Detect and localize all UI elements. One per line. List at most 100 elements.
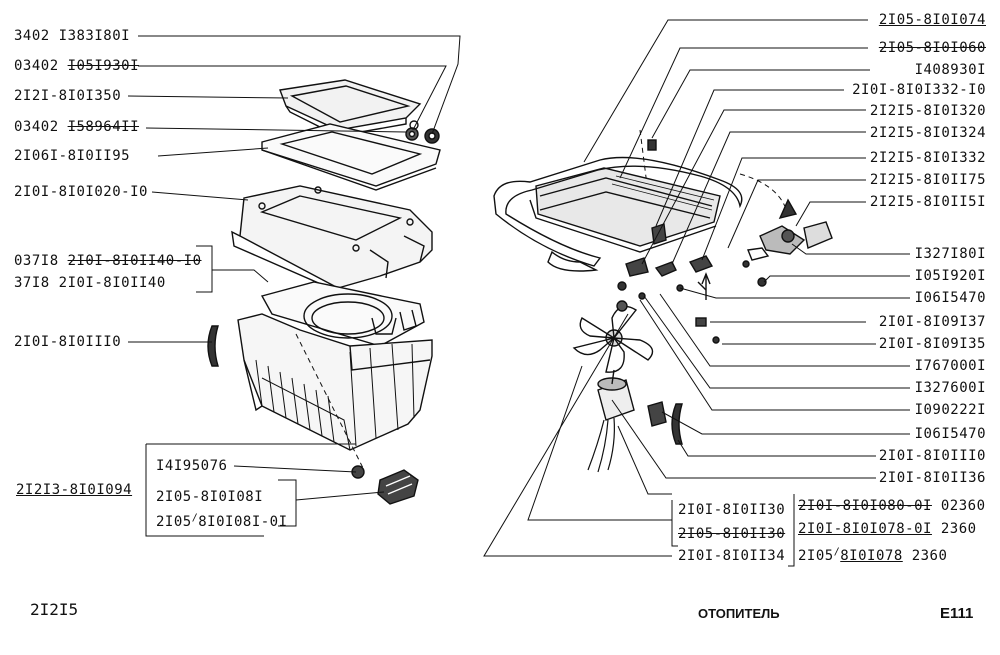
part-number-text: 2I0I-8I0II40-I0 [67, 253, 202, 269]
part-number-text: 2I05-8I0II30 [678, 526, 786, 542]
part-label: I327600I [915, 380, 986, 396]
tap-valve-part [742, 198, 833, 287]
part-label: 2I0I-8I0I332-I0 [852, 82, 986, 98]
part-label: 2I05-8I0I08I [156, 489, 263, 505]
part-label: 2I0I-8I0III0 [14, 334, 121, 350]
part-label: 03402 I58964II [14, 119, 139, 135]
part-label: 2I2I3-8I0I094 [16, 482, 132, 498]
part-label: I408930I [915, 62, 986, 78]
part-label: I06I5470 [915, 290, 986, 306]
resistor-part [351, 465, 419, 505]
part-label: 2I0I-8I09I37 [879, 314, 986, 330]
part-number-text: I05I930I [67, 58, 140, 74]
part-number-text: 2I05-8I0I060 [878, 40, 986, 56]
part-label: 2I2I5-8I0I332 [870, 150, 986, 166]
part-number-text: 2I2I5-8I0II75 [869, 172, 986, 188]
part-number-text: 02360 [931, 498, 986, 514]
part-label: 2I0I-8I0II36 [879, 470, 986, 486]
part-number-text: 2I0I-8I0III0 [878, 448, 986, 464]
part-label: 2I05/8I0I08I-0I [156, 510, 288, 530]
part-label: 2I2I5-8I0I324 [870, 125, 986, 141]
part-number-text: 2I0I-8I0I078-0I [798, 521, 932, 537]
part-number-text: 2I0I-8I0I020-I0 [14, 184, 148, 200]
part-number-text: 2360 [931, 521, 977, 537]
seal-frame-part [261, 123, 441, 191]
part-number-text: 2360 [902, 547, 948, 564]
part-number-text: 2I2I5-8I0I332 [869, 150, 986, 166]
part-number-text: / [833, 546, 841, 557]
part-label: 2I05-8I0II30 [678, 526, 785, 542]
part-label: 2I2I-8I0I350 [14, 88, 121, 104]
gasket-part [260, 281, 425, 347]
part-number-text: 2I05 [798, 547, 834, 564]
part-number-text: 2I05 [156, 513, 192, 530]
fan-part [572, 300, 654, 373]
part-number-text: I4I95076 [156, 458, 228, 474]
part-number-text: 3402 I383I80I [14, 28, 131, 44]
grommet-part [647, 401, 683, 445]
part-label: I090222I [915, 402, 986, 418]
part-label: I05I920I [915, 268, 986, 284]
page-title: ОТОПИТЕЛЬ [698, 606, 780, 621]
part-number-text: 2I0I-8I09I37 [878, 314, 986, 330]
radiator-part [529, 167, 721, 253]
part-number-text: I06I5470 [914, 290, 986, 306]
part-label: 2I0I-8I0I078-0I 2360 [798, 521, 977, 537]
part-number-text: 2I2I5-8I0I324 [869, 125, 986, 141]
part-number-text: 2I0I-8I0II34 [678, 548, 786, 564]
part-number-text: 03402 [14, 119, 68, 135]
page-number: E111 [940, 605, 974, 622]
part-number-text: 2I0I-8I0III0 [14, 334, 122, 350]
part-number-text: I06I5470 [914, 426, 986, 442]
part-number-text: 2I2I5-8I0II5I [869, 194, 986, 210]
part-number-text: 2I0I-8I0I332-I0 [852, 82, 986, 98]
part-number-text: I58964II [67, 119, 140, 135]
part-number-text: 2I05-8I0I074 [878, 12, 986, 28]
lower-housing-part [237, 313, 433, 451]
part-number-text: I767000I [914, 358, 986, 374]
part-number-text: 8I0I08I-0I [198, 513, 288, 530]
part-number-text: 2I0I-8I0II30 [678, 502, 786, 518]
part-number-text: 2I2I3-8I0I094 [16, 482, 133, 498]
part-label: 2I05-8I0I074 [879, 12, 986, 28]
part-number-text: 37I8 2I0I-8I0II40 [14, 275, 166, 291]
part-number-text: / [191, 512, 199, 523]
nut-parts [405, 120, 440, 144]
part-label: 037I8 2I0I-8I0II40-I0 [14, 253, 202, 269]
part-label: 2I05/8I0I078 2360 [798, 544, 947, 564]
part-label: 2I0I-8I0III0 [879, 448, 986, 464]
upper-housing-part [231, 185, 433, 289]
hose-band-part [493, 156, 743, 272]
part-label: 2I0I-8I09I35 [879, 336, 986, 352]
part-number-text: 2I2I5-8I0I320 [869, 103, 986, 119]
part-number-text: 037I8 [14, 253, 68, 269]
clamp-part-left [207, 325, 219, 367]
part-number-text: I327I80I [914, 246, 986, 262]
motor-part [587, 369, 635, 473]
part-label: I767000I [915, 358, 986, 374]
part-label: 2I06I-8I0II95 [14, 148, 130, 164]
part-label: 2I2I5-8I0II75 [870, 172, 986, 188]
part-label: 2I2I5-8I0I320 [870, 103, 986, 119]
part-label: 3402 I383I80I [14, 28, 130, 44]
part-number-text: 8I0I078 [840, 547, 903, 564]
part-number-text: 2I0I-8I0I080-0I [798, 498, 932, 514]
part-label: 2I0I-8I0I080-0I 02360 [798, 498, 986, 514]
part-label: 37I8 2I0I-8I0II40 [14, 275, 166, 291]
part-number-text: I090222I [914, 402, 986, 418]
part-label: I327I80I [915, 246, 986, 262]
part-number-text: I05I920I [914, 268, 986, 284]
part-label: 2I2I5-8I0II5I [870, 194, 986, 210]
part-number-text: 2I2I-8I0I350 [14, 88, 122, 104]
model-code: 2I2I5 [30, 600, 79, 619]
part-label: I06I5470 [915, 426, 986, 442]
part-number-text: I408930I [914, 62, 986, 78]
part-label: 2I0I-8I0II30 [678, 502, 785, 518]
part-number-text: 03402 [14, 58, 68, 74]
part-number-text: 2I05-8I0I08I [156, 489, 264, 505]
part-label: 2I0I-8I0II34 [678, 548, 785, 564]
part-label: 03402 I05I930I [14, 58, 139, 74]
part-number-text: I327600I [914, 380, 986, 396]
cover-part [279, 79, 422, 137]
